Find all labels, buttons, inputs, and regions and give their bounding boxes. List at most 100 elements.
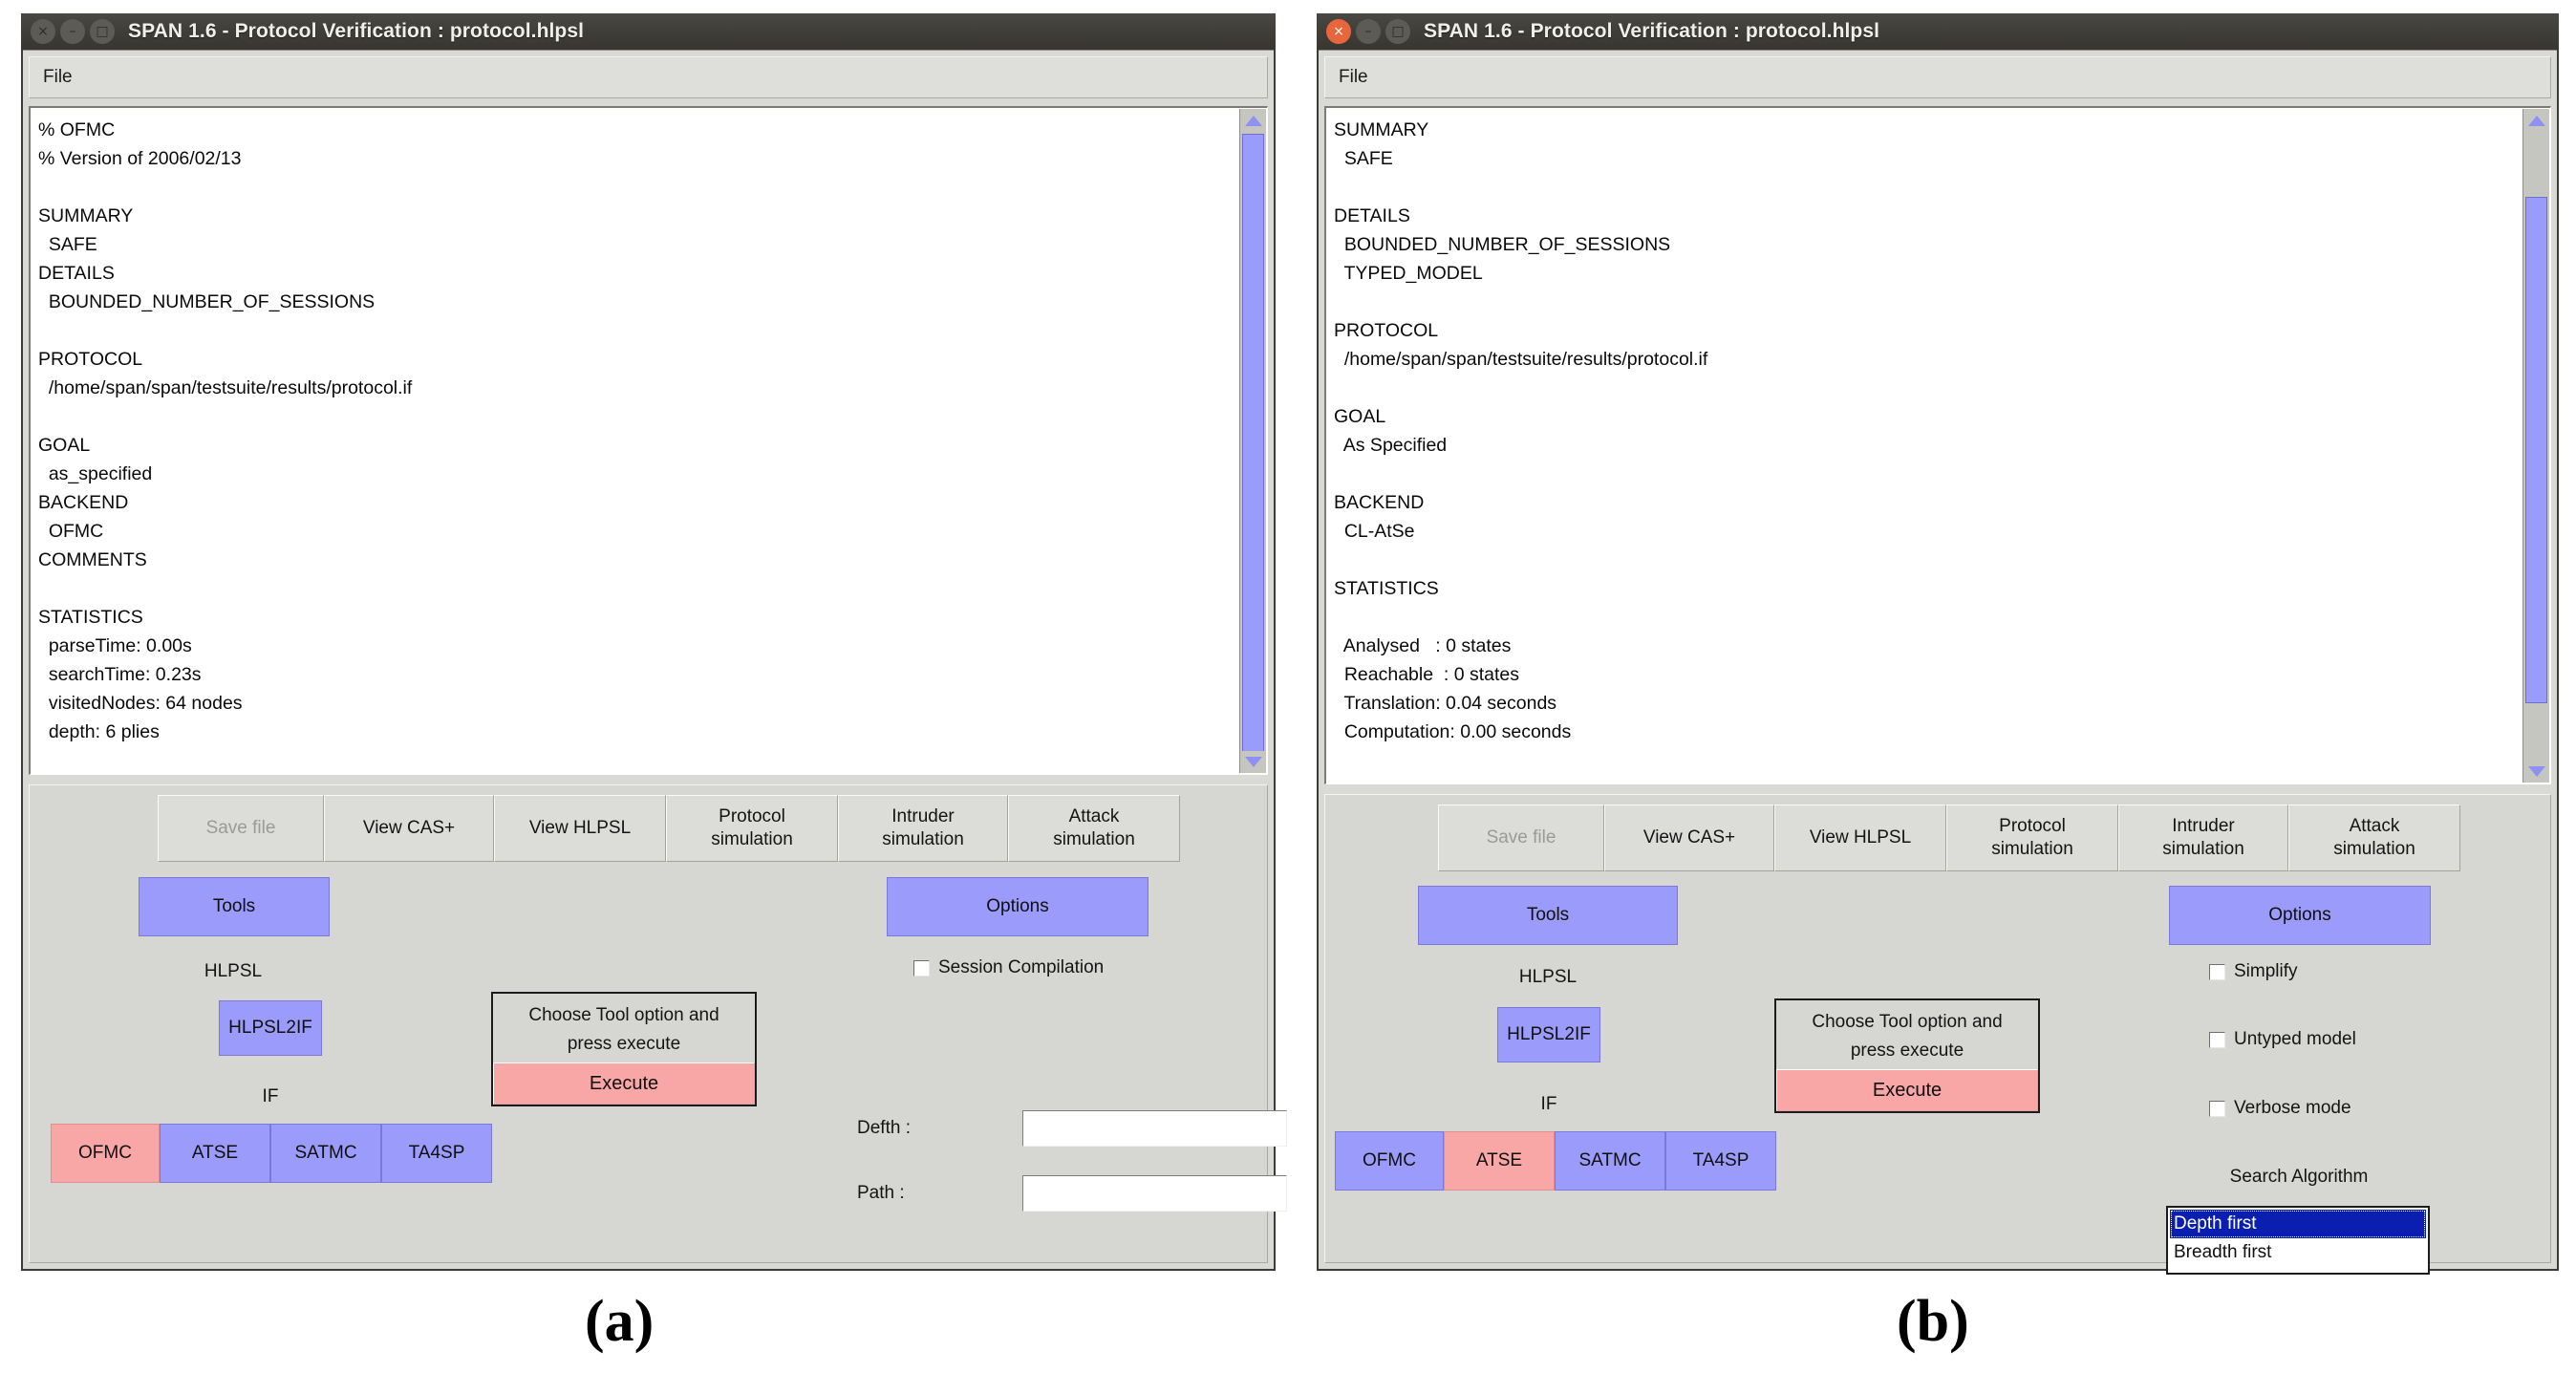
window-b-controls: × – □	[1326, 19, 1410, 44]
backend-ta4sp-button[interactable]: TA4SP	[1665, 1131, 1776, 1191]
execute-box: Choose Tool option and press execute Exe…	[1774, 998, 2040, 1113]
session-compilation-checkbox[interactable]	[913, 959, 930, 976]
execute-button[interactable]: Execute	[1776, 1069, 2038, 1111]
backend-ofmc-button[interactable]: OFMC	[1335, 1131, 1444, 1191]
maximize-icon[interactable]: □	[90, 19, 115, 44]
save-file-label: Save file	[1486, 827, 1556, 848]
intruder-simulation-button[interactable]: Intruder simulation	[2118, 805, 2288, 871]
search-algorithm-option-depth-first[interactable]: Depth first	[2170, 1210, 2426, 1238]
protocol-simulation-label: Protocol simulation	[711, 806, 793, 849]
search-algorithm-label: Search Algorithm	[2229, 1167, 2369, 1187]
maximize-icon[interactable]: □	[1385, 19, 1410, 44]
scroll-up-icon[interactable]	[1241, 110, 1265, 131]
depth-input[interactable]	[1022, 1110, 1287, 1147]
view-hlpsl-label: View HLPSL	[528, 818, 632, 838]
attack-simulation-label: Attack simulation	[2333, 816, 2415, 859]
backend-satmc-label: SATMC	[1578, 1150, 1642, 1170]
minimize-icon[interactable]: –	[60, 19, 85, 44]
execute-label: Execute	[589, 1072, 659, 1094]
backend-ta4sp-label: TA4SP	[1692, 1150, 1750, 1170]
backend-atse-label: ATSE	[191, 1143, 239, 1163]
execute-button[interactable]: Execute	[493, 1062, 755, 1105]
protocol-simulation-button[interactable]: Protocol simulation	[666, 795, 838, 862]
scroll-down-icon[interactable]	[1241, 751, 1265, 772]
session-compilation-checkbox-row[interactable]: Session Compilation	[913, 957, 1104, 978]
figure-label-b: (b)	[1897, 1289, 1969, 1354]
execute-label: Execute	[1872, 1079, 1943, 1101]
window-a-menubar: File	[29, 56, 1268, 98]
figure-label-a: (a)	[585, 1289, 655, 1354]
close-icon[interactable]: ×	[1326, 19, 1351, 44]
scrollbar-thumb[interactable]	[1242, 134, 1264, 753]
verbose-mode-checkbox-row[interactable]: Verbose mode	[2209, 1098, 2351, 1119]
search-algorithm-listbox[interactable]: Depth first Breadth first	[2166, 1206, 2430, 1275]
backend-satmc-label: SATMC	[294, 1143, 357, 1163]
window-a-backend-buttons: OFMC ATSE SATMC TA4SP	[51, 1124, 492, 1183]
view-cas-button[interactable]: View CAS+	[324, 795, 494, 862]
window-a[interactable]: × – □ SPAN 1.6 - Protocol Verification :…	[21, 13, 1287, 1271]
scroll-up-icon[interactable]	[2524, 110, 2548, 131]
tools-button[interactable]: Tools	[139, 877, 330, 936]
menu-file[interactable]: File	[1339, 67, 1368, 87]
protocol-simulation-label: Protocol simulation	[1991, 816, 2073, 859]
window-a-titlebar[interactable]: × – □ SPAN 1.6 - Protocol Verification :…	[21, 13, 1276, 50]
backend-ta4sp-button[interactable]: TA4SP	[381, 1124, 492, 1183]
options-label: Options	[986, 896, 1049, 916]
scroll-down-icon[interactable]	[2524, 761, 2548, 782]
path-label: Path :	[857, 1183, 905, 1203]
tools-button[interactable]: Tools	[1418, 886, 1678, 945]
backend-satmc-button[interactable]: SATMC	[1555, 1131, 1665, 1191]
save-file-button[interactable]: Save file	[158, 795, 324, 862]
simplify-checkbox-row[interactable]: Simplify	[2209, 961, 2298, 982]
attack-simulation-button[interactable]: Attack simulation	[1008, 795, 1180, 862]
window-b-menubar: File	[1324, 56, 2551, 98]
backend-ofmc-button[interactable]: OFMC	[51, 1124, 160, 1183]
window-a-report-area[interactable]: % OFMC % Version of 2006/02/13 SUMMARY S…	[29, 106, 1268, 775]
options-button[interactable]: Options	[887, 877, 1148, 936]
view-hlpsl-button[interactable]: View HLPSL	[494, 795, 666, 862]
search-algorithm-option-breadth-first[interactable]: Breadth first	[2174, 1242, 2272, 1262]
untyped-model-label: Untyped model	[2234, 1029, 2356, 1049]
simplify-label: Simplify	[2234, 961, 2298, 981]
execute-hint: Choose Tool option and press execute	[1812, 1011, 2003, 1061]
backend-satmc-button[interactable]: SATMC	[270, 1124, 381, 1183]
save-file-label: Save file	[205, 818, 276, 838]
menu-file[interactable]: File	[43, 67, 73, 87]
window-b-titlebar[interactable]: × – □ SPAN 1.6 - Protocol Verification :…	[1317, 13, 2559, 50]
scrollbar-thumb[interactable]	[2525, 197, 2547, 703]
view-cas-button[interactable]: View CAS+	[1604, 805, 1774, 871]
untyped-model-checkbox-row[interactable]: Untyped model	[2209, 1029, 2356, 1050]
if-label: IF	[262, 1086, 279, 1106]
hlpsl2if-button[interactable]: HLPSL2IF	[1497, 1007, 1600, 1062]
path-input[interactable]	[1022, 1175, 1287, 1212]
window-b-report-text: SUMMARY SAFE DETAILS BOUNDED_NUMBER_OF_S…	[1334, 119, 1708, 742]
intruder-simulation-button[interactable]: Intruder simulation	[838, 795, 1008, 862]
save-file-button[interactable]: Save file	[1438, 805, 1604, 871]
hlpsl2if-label: HLPSL2IF	[1507, 1024, 1591, 1044]
tools-label: Tools	[212, 896, 256, 916]
hlpsl-label: HLPSL	[204, 961, 263, 981]
backend-atse-button[interactable]: ATSE	[160, 1124, 270, 1183]
untyped-model-checkbox[interactable]	[2209, 1031, 2225, 1048]
verbose-mode-checkbox[interactable]	[2209, 1100, 2225, 1117]
window-b-title: SPAN 1.6 - Protocol Verification : proto…	[1424, 20, 1880, 42]
backend-ta4sp-label: TA4SP	[408, 1143, 465, 1163]
attack-simulation-button[interactable]: Attack simulation	[2288, 805, 2460, 871]
window-a-vertical-scrollbar[interactable]	[1239, 109, 1266, 773]
minimize-icon[interactable]: –	[1356, 19, 1381, 44]
simplify-checkbox[interactable]	[2209, 963, 2225, 980]
window-b-vertical-scrollbar[interactable]	[2522, 109, 2549, 783]
view-hlpsl-button[interactable]: View HLPSL	[1774, 805, 1946, 871]
options-button[interactable]: Options	[2169, 886, 2431, 945]
view-cas-label: View CAS+	[362, 818, 456, 838]
window-b-report-area[interactable]: SUMMARY SAFE DETAILS BOUNDED_NUMBER_OF_S…	[1324, 106, 2551, 784]
verbose-mode-label: Verbose mode	[2234, 1098, 2351, 1118]
view-hlpsl-label: View HLPSL	[1809, 827, 1912, 848]
backend-atse-button[interactable]: ATSE	[1444, 1131, 1555, 1191]
window-b[interactable]: × – □ SPAN 1.6 - Protocol Verification :…	[1317, 13, 2559, 1275]
intruder-simulation-label: Intruder simulation	[2162, 816, 2244, 859]
backend-atse-label: ATSE	[1475, 1150, 1523, 1170]
close-icon[interactable]: ×	[31, 19, 55, 44]
protocol-simulation-button[interactable]: Protocol simulation	[1946, 805, 2118, 871]
hlpsl2if-button[interactable]: HLPSL2IF	[219, 1000, 322, 1056]
